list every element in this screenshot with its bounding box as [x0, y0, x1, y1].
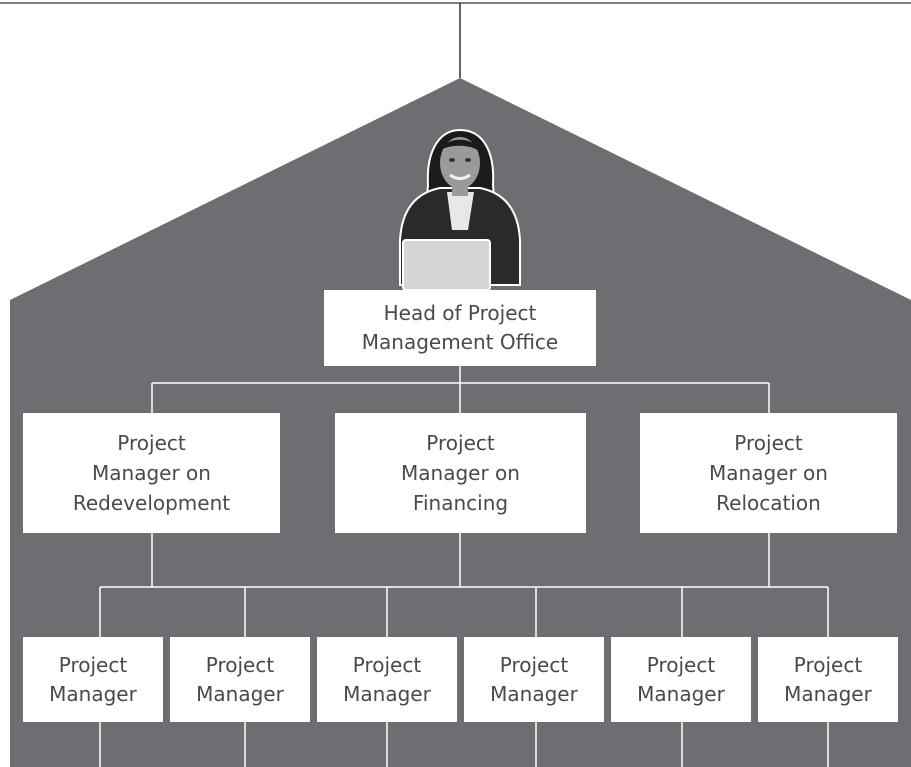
- project-manager-label: Project Manager: [196, 652, 284, 706]
- project-manager-box: Project Manager: [464, 637, 604, 722]
- project-manager-label: Project Manager: [637, 652, 725, 706]
- manager-relocation-box: Project Manager on Relocation: [640, 413, 897, 533]
- project-manager-label: Project Manager: [49, 652, 137, 706]
- project-manager-label: Project Manager: [490, 652, 578, 706]
- connectors: [99, 366, 829, 767]
- project-manager-box: Project Manager: [611, 637, 751, 722]
- project-manager-box: Project Manager: [170, 637, 310, 722]
- project-manager-box: Project Manager: [758, 637, 898, 722]
- head-of-pmo-label: Head of Project Management Office: [361, 301, 559, 354]
- manager-redevelopment-box: Project Manager on Redevelopment: [23, 413, 280, 533]
- manager-financing-box: Project Manager on Financing: [335, 413, 586, 533]
- manager-redevelopment-label: Project Manager on Redevelopment: [72, 431, 231, 515]
- project-manager-box: Project Manager: [23, 637, 163, 722]
- head-of-pmo-box: Head of Project Management Office: [324, 290, 596, 366]
- manager-financing-label: Project Manager on Financing: [401, 431, 520, 515]
- manager-relocation-label: Project Manager on Relocation: [709, 431, 828, 515]
- project-manager-label: Project Manager: [343, 652, 431, 706]
- project-manager-box: Project Manager: [317, 637, 457, 722]
- woman-with-laptop-icon: [399, 128, 521, 291]
- project-manager-label: Project Manager: [784, 652, 872, 706]
